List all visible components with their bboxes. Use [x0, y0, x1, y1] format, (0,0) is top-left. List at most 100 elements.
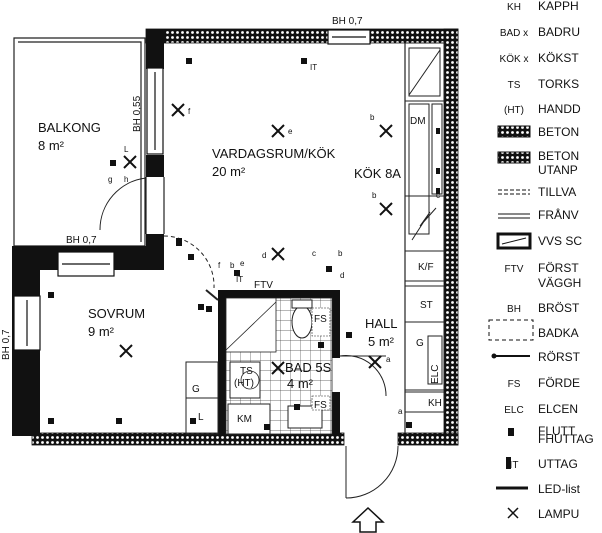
marker-b: b: [370, 113, 375, 122]
room-labels: BALKONG 8 m² VARDAGSRUM/KÖK 20 m² KÖK 8A…: [38, 120, 401, 391]
legend-code: BH: [507, 304, 521, 315]
marker-f: f: [218, 261, 221, 270]
legend-label: HANDD: [538, 102, 581, 116]
room-area-bad: 4 m²: [287, 376, 314, 391]
lamp-icon: [368, 355, 382, 369]
room-area-sovrum: 9 m²: [88, 324, 115, 339]
fs-label-2: FS: [314, 400, 327, 411]
legend-label: BETON: [538, 149, 579, 163]
legend-label: KÖKST: [538, 51, 579, 65]
fs-label-1: FS: [314, 314, 327, 325]
legend-label: UTANP: [538, 163, 578, 177]
lamp-icon: [171, 103, 185, 117]
legend-label: TILLVA: [538, 185, 576, 199]
elc-label: ELC: [430, 365, 441, 384]
circuit-markers: a a b b b b c c d d e e f f g h L: [108, 107, 440, 416]
room-area-hall: 5 m²: [368, 334, 395, 349]
entrance-arrow-icon: [351, 506, 385, 533]
legend-label: BRÖST: [538, 301, 580, 315]
marker-c: c: [436, 191, 440, 200]
bathroom: [225, 297, 333, 435]
legend-code: TS: [508, 80, 521, 91]
legend-code: (HT): [504, 105, 524, 116]
legend: KH BAD x KÖK x TS (HT) FTV BH FS ELC IT KAPPH BADR…: [488, 0, 594, 521]
legend-label: TORKS: [538, 77, 579, 91]
outlets: [48, 58, 440, 430]
marker-e: e: [288, 127, 293, 136]
g-label-hall: G: [416, 338, 424, 349]
marker-f: f: [188, 107, 191, 116]
lamp-icon: [123, 155, 137, 169]
kf-label: K/F: [418, 262, 434, 273]
doors: [99, 177, 399, 499]
legend-code: KH: [507, 2, 521, 13]
legend-code: ELC: [504, 405, 523, 416]
marker-h: h: [124, 175, 128, 184]
wardrobe: [185, 361, 219, 435]
room-name-hall: HALL: [365, 316, 398, 331]
bh-label-sovrum: BH 0,7: [66, 235, 97, 246]
marker-b: b: [372, 191, 377, 200]
ftv-label: FTV: [254, 280, 273, 291]
lamp-icon: [271, 124, 285, 138]
kitchen-fittings: [404, 42, 445, 413]
legend-label: ELCEN: [538, 402, 578, 416]
legend-code: IT: [510, 460, 519, 471]
ht-label: (HT): [234, 378, 254, 389]
room-name-balkong: BALKONG: [38, 120, 101, 135]
legend-code: FS: [508, 379, 521, 390]
legend-label: FRÅNV: [538, 207, 579, 222]
legend-code: KÖK x: [500, 53, 529, 65]
legend-label: RÖRST: [538, 350, 581, 364]
legend-label: LAMPU: [538, 507, 579, 521]
marker-a: a: [386, 355, 391, 364]
dm-label: DM: [410, 116, 426, 127]
plan-labels: BH 0,7 BH 0,55 BH 0,7 BH 0,7 FTV KM TS (…: [1, 16, 442, 425]
legend-code: BAD x: [500, 28, 528, 39]
room-name-vardagsrum: VARDAGSRUM/KÖK: [212, 146, 336, 161]
windows: [13, 29, 371, 351]
legend-label: FHUTTAG: [538, 432, 594, 446]
bh-label-top: BH 0,7: [332, 16, 363, 27]
kh-label: KH: [428, 398, 442, 409]
lamp-icon: [271, 247, 285, 261]
lamp-icon: [379, 124, 393, 138]
room-name-kok: KÖK 8A: [354, 166, 401, 181]
marker-l: L: [124, 145, 129, 154]
bh-label-balcony: BH 0,55: [132, 95, 143, 132]
room-name-bad: BAD 5S: [285, 360, 332, 375]
legend-label: KAPPH: [538, 0, 579, 13]
ts-label: TS: [240, 366, 253, 377]
legend-code: FTV: [505, 264, 524, 275]
marker-e: e: [240, 259, 245, 268]
balcony: [13, 37, 146, 247]
lamp-markers: [119, 103, 393, 375]
g-label-sovrum: G: [192, 384, 200, 395]
legend-label: UTTAG: [538, 457, 578, 471]
bh-label-left: BH 0,7: [1, 329, 12, 360]
lamp-icon: [271, 361, 285, 375]
room-area-balkong: 8 m²: [38, 138, 65, 153]
lamp-icon: [119, 344, 133, 358]
km-label: KM: [237, 414, 252, 425]
legend-label: FÖRST: [538, 261, 579, 275]
marker-b: b: [338, 249, 343, 258]
legend-label: LED-list: [538, 482, 581, 496]
marker-c: c: [312, 249, 316, 258]
room-name-sovrum: SOVRUM: [88, 306, 145, 321]
lamp-icon: [379, 202, 393, 216]
legend-label: FÖRDE: [538, 376, 580, 390]
st-label: ST: [420, 300, 433, 311]
marker-d: d: [262, 251, 266, 260]
marker-d: d: [340, 271, 344, 280]
it-label-1: IT: [310, 63, 317, 72]
marker-g: g: [108, 175, 112, 184]
legend-label: VÄGGH: [538, 276, 581, 290]
legend-label: BADRU: [538, 25, 580, 39]
it-label-2: IT: [236, 275, 243, 284]
legend-label: BADKA: [538, 326, 579, 340]
l-label-sovrum: L: [198, 412, 204, 423]
legend-label: BETON: [538, 125, 579, 139]
concrete-walls: [31, 28, 459, 446]
